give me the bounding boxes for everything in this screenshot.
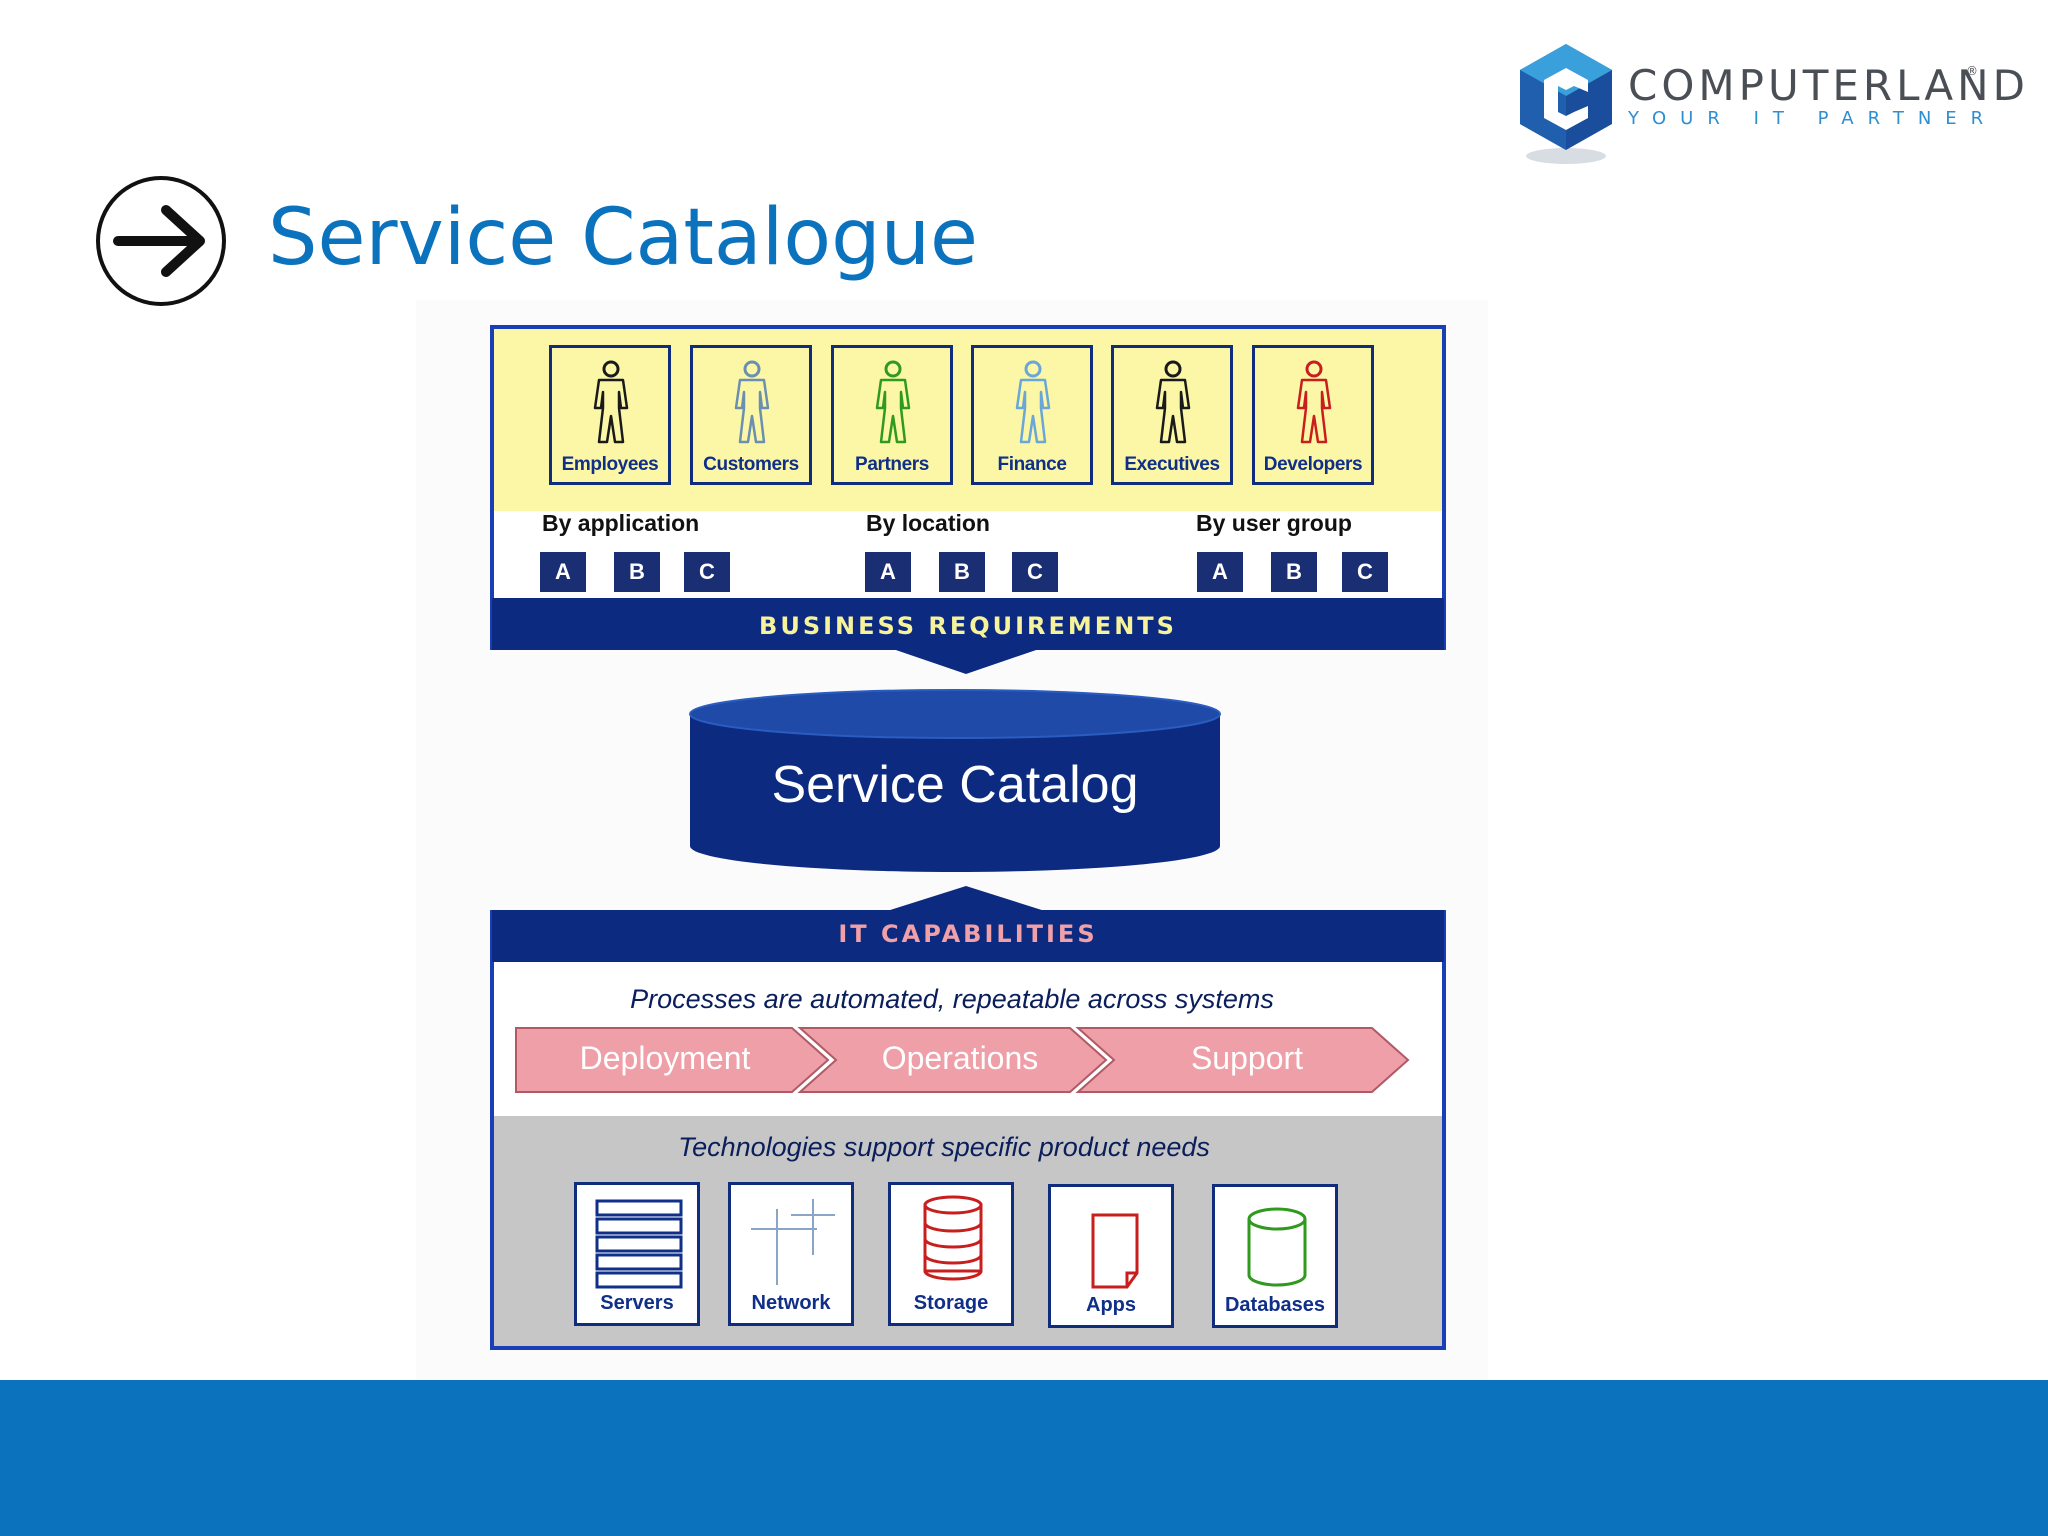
computerland-logo-icon — [1520, 44, 1612, 164]
user-card-customers: Customers — [690, 345, 812, 485]
service-catalog-label: Service Catalog — [771, 756, 1139, 814]
it-capabilities-label: IT CAPABILITIES — [838, 920, 1098, 948]
process-operations-label: Operations — [881, 1040, 1039, 1076]
storage-icon — [923, 1195, 983, 1281]
apps-document-icon — [1091, 1213, 1139, 1289]
person-icon — [1155, 360, 1191, 444]
business-requirements-band — [492, 598, 1444, 650]
chevron-deployment — [515, 1027, 830, 1093]
user-card-finance: Finance — [971, 345, 1093, 485]
user-label: Employees — [561, 454, 659, 475]
process-support-label: Support — [1190, 1040, 1304, 1076]
technologies-caption: Technologies support specific product ne… — [678, 1132, 1210, 1162]
tech-card-databases: Databases — [1212, 1184, 1338, 1328]
business-requirements-label: BUSINESS REQUIREMENTS — [759, 612, 1177, 640]
group-title-application: By application — [542, 510, 700, 536]
user-label: Finance — [997, 454, 1067, 475]
tech-label-storage: Storage — [913, 1292, 989, 1314]
person-icon — [593, 360, 629, 444]
user-group-option-a: A — [1197, 552, 1243, 592]
process-chevrons — [515, 1027, 1410, 1093]
down-arrow-pointer — [890, 648, 1042, 674]
network-icon — [751, 1199, 835, 1285]
app-option-b: B — [614, 552, 660, 592]
arrow-right-circle-icon — [96, 176, 226, 306]
footer-bar — [0, 1380, 2048, 1536]
databases-icon — [1247, 1207, 1307, 1287]
tech-card-apps: Apps — [1048, 1184, 1174, 1328]
tech-card-network: Network — [728, 1182, 854, 1326]
process-deployment-label: Deployment — [579, 1040, 751, 1076]
logo-wordmark: COMPUTERLAND — [1628, 61, 2029, 110]
servers-icon — [595, 1199, 683, 1289]
tech-label-network: Network — [751, 1292, 831, 1314]
user-card-partners: Partners — [831, 345, 953, 485]
user-label: Customers — [703, 454, 799, 475]
group-title-location: By location — [866, 510, 990, 536]
tech-label-apps: Apps — [1086, 1294, 1136, 1316]
user-card-employees: Employees — [549, 345, 671, 485]
chevron-support — [1075, 1027, 1410, 1093]
user-card-developers: Developers — [1252, 345, 1374, 485]
location-option-a: A — [865, 552, 911, 592]
user-group-option-c: C — [1342, 552, 1388, 592]
user-label: Developers — [1263, 454, 1363, 475]
person-icon — [1015, 360, 1051, 444]
page-title: Service Catalogue — [268, 193, 979, 283]
chevron-operations — [797, 1027, 1108, 1093]
it-capabilities-band — [492, 910, 1444, 962]
app-option-a: A — [540, 552, 586, 592]
processes-caption: Processes are automated, repeatable acro… — [630, 984, 1274, 1014]
group-title-user-group: By user group — [1196, 510, 1352, 536]
person-icon — [875, 360, 911, 444]
location-option-b: B — [939, 552, 985, 592]
tech-card-servers: Servers — [574, 1182, 700, 1326]
up-arrow-pointer — [884, 886, 1048, 912]
location-option-c: C — [1012, 552, 1058, 592]
user-group-option-b: B — [1271, 552, 1317, 592]
app-option-c: C — [684, 552, 730, 592]
service-catalog-cylinder — [689, 689, 1221, 872]
person-icon — [1296, 360, 1332, 444]
logo-registered-mark: ® — [1966, 64, 1978, 78]
person-icon — [734, 360, 770, 444]
user-label: Executives — [1124, 454, 1220, 475]
user-label: Partners — [855, 454, 929, 475]
user-card-executives: Executives — [1111, 345, 1233, 485]
tech-label-servers: Servers — [600, 1292, 674, 1314]
tech-card-storage: Storage — [888, 1182, 1014, 1326]
tech-label-databases: Databases — [1224, 1294, 1326, 1316]
logo-tagline: YOUR IT PARTNER — [1628, 108, 1998, 129]
